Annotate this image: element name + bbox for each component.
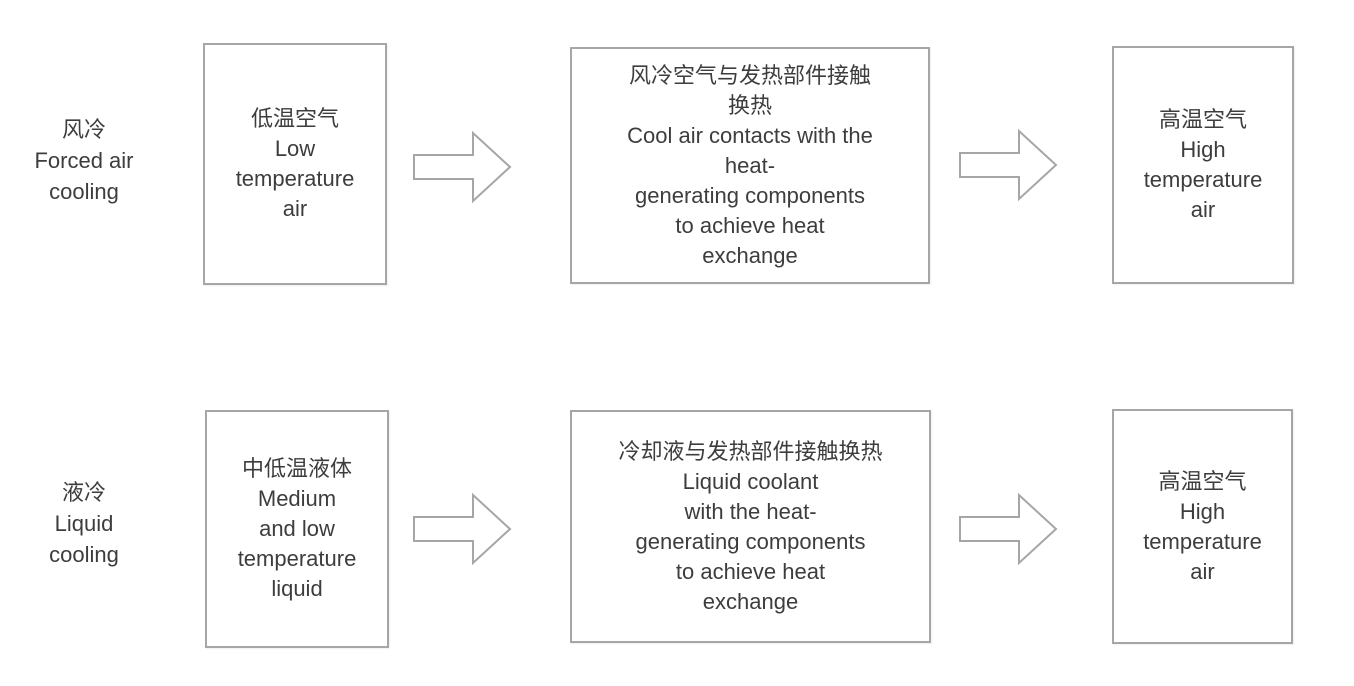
row-label-forced-air-cooling: 风冷 Forced air cooling	[34, 117, 134, 204]
box-high-temperature-air-top-text: 高温空气 High temperature air	[1143, 107, 1263, 222]
box-low-temperature-air: 低温空气 Low temperature air	[203, 43, 387, 285]
row-label-liquid-cooling: 液冷 Liquid cooling	[49, 480, 119, 567]
right-arrow-icon	[413, 130, 513, 204]
box-high-temperature-air-top: 高温空气 High temperature air	[1112, 46, 1294, 284]
box-air-heat-exchange-process: 风冷空气与发热部件接触 换热 Cool air contacts with th…	[570, 47, 930, 284]
box-medium-low-temperature-liquid: 中低温液体 Medium and low temperature liquid	[205, 410, 389, 648]
box-low-temperature-air-text: 低温空气 Low temperature air	[235, 106, 355, 221]
right-arrow-icon	[413, 492, 513, 566]
box-high-temperature-air-bottom-text: 高温空气 High temperature air	[1143, 468, 1262, 584]
box-medium-low-temperature-liquid-text: 中低温液体 Medium and low temperature liquid	[237, 456, 357, 601]
box-high-temperature-air-bottom: 高温空气 High temperature air	[1112, 409, 1293, 644]
box-air-heat-exchange-process-text: 风冷空气与发热部件接触 换热 Cool air contacts with th…	[627, 62, 873, 268]
box-liquid-heat-exchange-process-text: 冷却液与发热部件接触换热 Liquid coolant with the hea…	[618, 438, 883, 614]
box-liquid-heat-exchange-process: 冷却液与发热部件接触换热 Liquid coolant with the hea…	[570, 410, 931, 643]
right-arrow-icon	[959, 128, 1059, 202]
right-arrow-icon	[959, 492, 1059, 566]
